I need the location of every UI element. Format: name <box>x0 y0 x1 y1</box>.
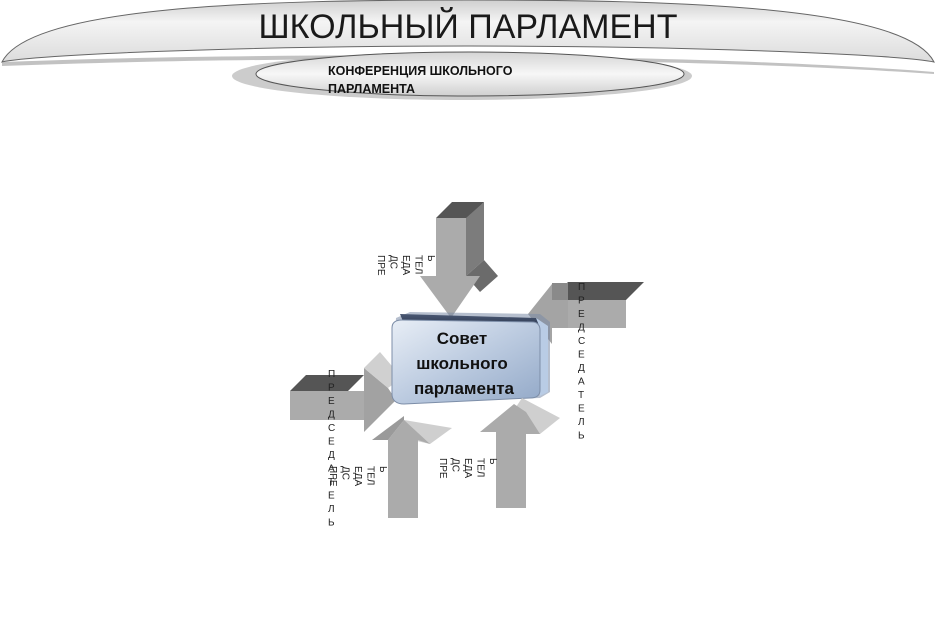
arrow-label-letter: Л <box>328 504 335 515</box>
subtitle-line-1: КОНФЕРЕНЦИЯ ШКОЛЬНОГО <box>328 64 513 78</box>
arrow-left <box>290 352 402 432</box>
arrow-label-line: ТЕЛ <box>475 458 486 477</box>
arrow-label-letter: Д <box>578 323 585 334</box>
arrow-right <box>528 282 644 344</box>
arrow-label-line: ПРЕ <box>375 255 386 276</box>
arrow-label-line: Ь <box>377 466 388 473</box>
arrow-label-line: ДС <box>388 255 399 269</box>
arrow-label-letter: Д <box>328 410 335 421</box>
arrow-label-letter: Е <box>578 309 585 320</box>
center-box: Совет школьного парламента <box>391 312 550 405</box>
arrow-label-letter: П <box>578 282 585 293</box>
arrow-label-letter: Т <box>328 477 334 488</box>
arrow-label-line: ЕДА <box>352 466 363 486</box>
center-line-3: парламента <box>414 379 515 398</box>
arrow-bottom-left <box>372 416 452 518</box>
arrow-label-letter: С <box>578 336 585 347</box>
arrow-label-line: ЕДА <box>400 255 411 275</box>
arrow-label-line: ЕДА <box>462 458 473 478</box>
subtitle-ellipse: КОНФЕРЕНЦИЯ ШКОЛЬНОГО ПАРЛАМЕНТА <box>232 51 692 100</box>
center-line-2: школьного <box>416 354 508 373</box>
subtitle-line-2: ПАРЛАМЕНТА <box>328 82 415 96</box>
arrow-label-letter: Р <box>578 296 585 307</box>
arrow-top <box>420 202 498 318</box>
page-title: ШКОЛЬНЫЙ ПАРЛАМЕНТ <box>258 8 677 46</box>
arrow-label-line: ТЕЛ <box>365 466 376 485</box>
arrow-label-line: ПРЕ <box>327 466 338 487</box>
arrow-label-letter: Е <box>578 350 585 361</box>
arrow-label-letter: Ь <box>578 431 585 442</box>
arrow-label-letter: А <box>578 377 585 388</box>
arrow-label-letter: Д <box>578 363 585 374</box>
arrow-label-letter: Е <box>578 404 585 415</box>
center-line-1: Совет <box>437 329 487 348</box>
arrow-label-letter: Ь <box>328 518 335 529</box>
arrow-bottom-right <box>480 398 560 508</box>
arrow-label-line: Ь <box>487 458 498 465</box>
arrow-label-line: ДС <box>340 466 351 480</box>
arrow-label-letter: Р <box>328 383 335 394</box>
arrow-label-letter: Е <box>328 491 335 502</box>
title-banner: ШКОЛЬНЫЙ ПАРЛАМЕНТ <box>1 0 935 74</box>
arrow-label-line: ПРЕ <box>437 458 448 479</box>
arrow-label-letter: П <box>328 369 335 380</box>
arrow-label-letter: Л <box>578 417 585 428</box>
arrow-label-line: ДС <box>450 458 461 472</box>
arrow-label-letter: Е <box>328 396 335 407</box>
arrow-label-letter: Т <box>578 390 584 401</box>
arrow-label-letter: А <box>328 464 335 475</box>
arrow-label-line: ТЕЛ <box>413 255 424 274</box>
arrow-label-letter: С <box>328 423 335 434</box>
arrow-label-letter: Д <box>328 450 335 461</box>
arrow-label-letter: Е <box>328 437 335 448</box>
arrow-label-line: Ь <box>425 255 436 262</box>
